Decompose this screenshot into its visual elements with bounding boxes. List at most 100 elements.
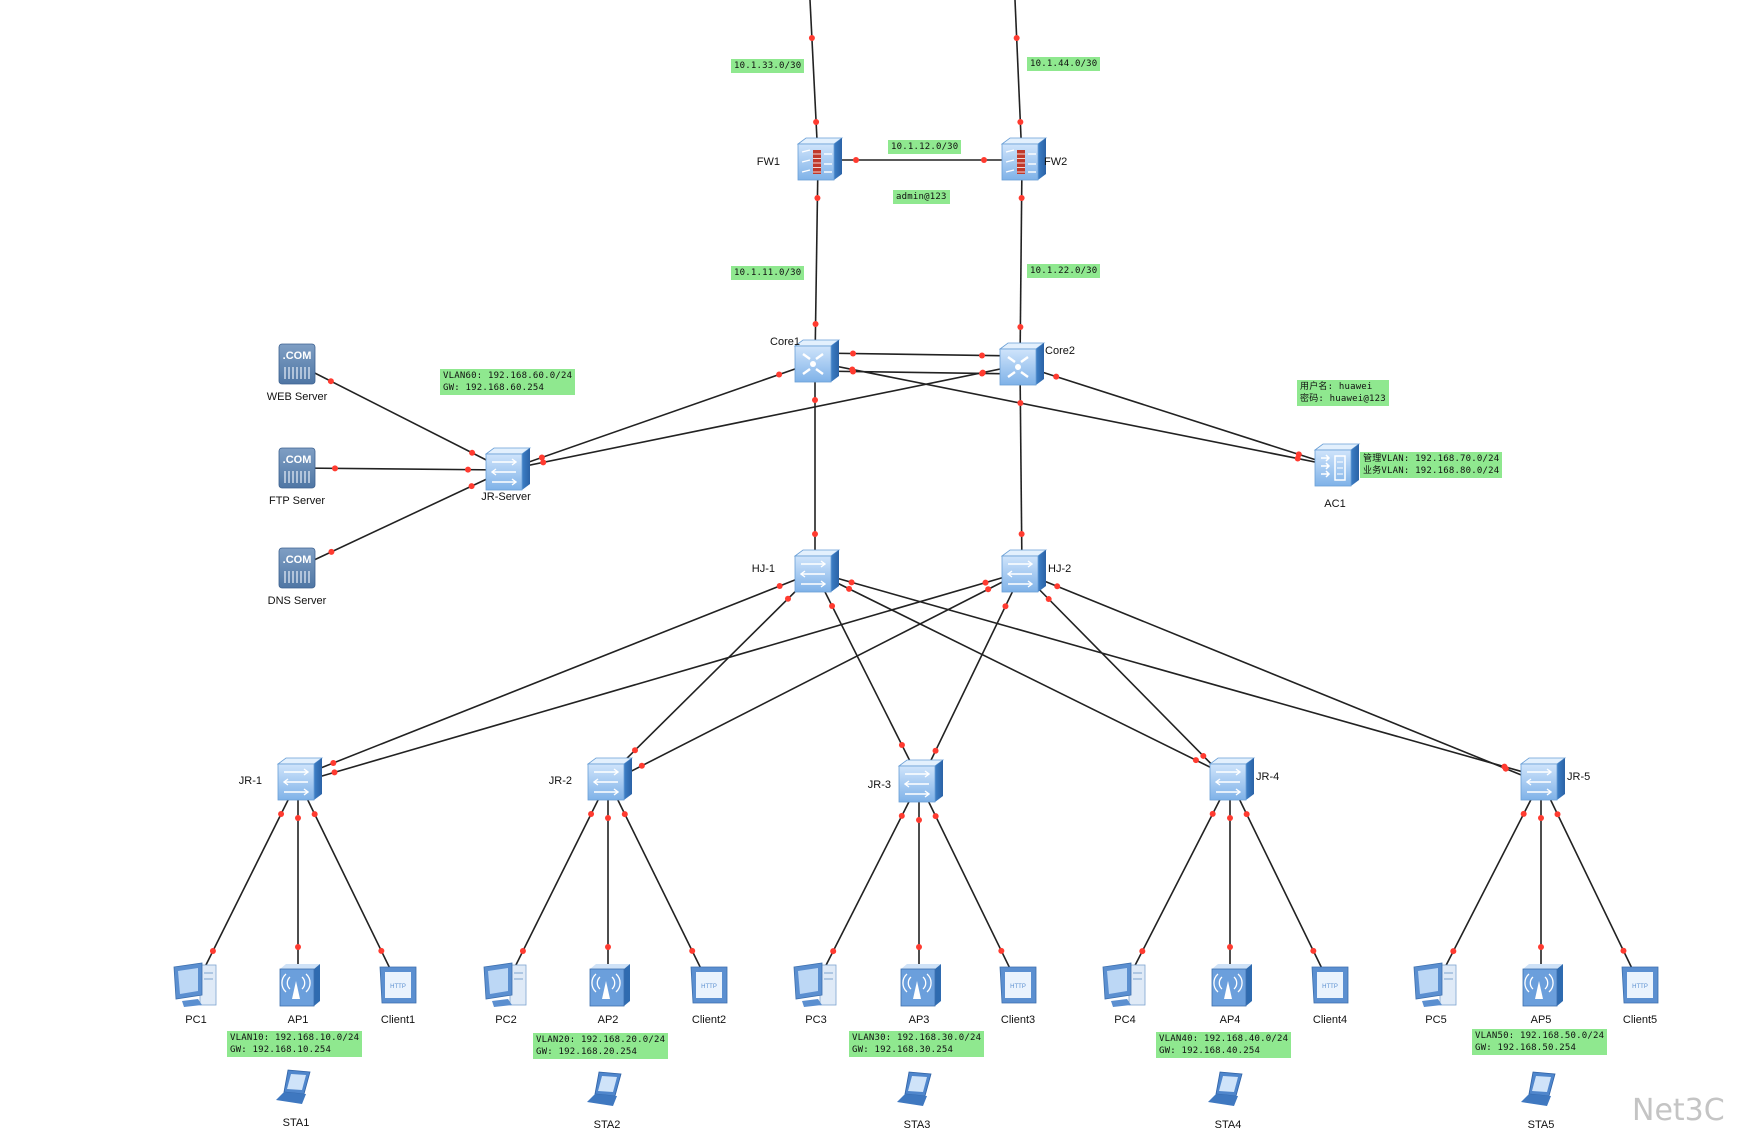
link-jr-3-client3[interactable] — [918, 781, 1019, 986]
device-label: AP4 — [1220, 1014, 1241, 1026]
link-jr-4-pc4[interactable] — [1124, 779, 1231, 986]
link-fw1-up1[interactable] — [809, 0, 819, 161]
device-ap1[interactable]: AP1 — [279, 964, 320, 1026]
port-dot — [849, 350, 856, 357]
link-hj-2-jr-1[interactable] — [297, 571, 1023, 784]
link-core2-jr-server[interactable] — [505, 364, 1021, 471]
device-pc1[interactable]: PC1 — [173, 962, 217, 1026]
note-vlan10: VLAN10: 192.168.10.0/24 GW: 192.168.10.2… — [227, 1031, 363, 1057]
port-dot — [605, 815, 611, 821]
link-core2-ac1[interactable] — [1019, 364, 1336, 467]
device-label: JR-Server — [481, 491, 531, 503]
link-hj-1-jr-4[interactable] — [814, 571, 1231, 778]
device-label: PC3 — [805, 1014, 826, 1026]
pc-icon — [1413, 962, 1457, 1007]
link-jr-5-pc5[interactable] — [1435, 779, 1542, 986]
link-core1-jr-server[interactable] — [505, 361, 816, 471]
link-jr-4-client4[interactable] — [1229, 779, 1331, 986]
link-dns-jr-server[interactable] — [296, 469, 507, 569]
link-jr-1-pc1[interactable] — [195, 779, 299, 986]
ap-icon — [900, 964, 941, 1007]
link-hj-1-jr-2[interactable] — [607, 571, 816, 778]
link-hj-2-jr-4[interactable] — [1021, 571, 1231, 784]
device-sta1[interactable]: STA1 — [276, 1069, 311, 1129]
device-ap5[interactable]: AP5 — [1522, 964, 1563, 1026]
port-dot — [1538, 815, 1544, 821]
port-dot — [295, 944, 301, 950]
device-sta4[interactable]: STA4 — [1208, 1071, 1243, 1131]
device-jr-3[interactable]: JR-3 — [868, 759, 945, 803]
device-sta3[interactable]: STA3 — [897, 1071, 932, 1131]
note-fw-interlink: 10.1.12.0/30 — [888, 140, 962, 154]
laptop-icon — [1521, 1071, 1556, 1106]
device-fw2[interactable]: FW2 — [1000, 137, 1067, 181]
device-core1[interactable]: Core1 — [770, 336, 841, 383]
link-core2-hj-2[interactable] — [1019, 364, 1023, 573]
device-jr-4[interactable]: JR-4 — [1208, 757, 1279, 801]
device-jr-2[interactable]: JR-2 — [549, 757, 634, 801]
link-hj-1-jr-3[interactable] — [814, 571, 920, 780]
device-jr-1[interactable]: JR-1 — [239, 757, 324, 801]
link-jr-2-pc2[interactable] — [505, 779, 609, 986]
device-hj-1[interactable]: HJ-1 — [752, 549, 841, 593]
port-dot — [1018, 531, 1025, 538]
device-label: FW2 — [1044, 156, 1067, 168]
link-jr-3-pc3[interactable] — [815, 781, 920, 986]
net3c-watermark: Net3C — [1632, 1093, 1725, 1128]
port-dot — [1554, 811, 1561, 818]
link-core1-core2[interactable] — [814, 352, 1021, 357]
note-ac-credentials: 用户名: huawei 密码: huawei@123 — [1297, 380, 1389, 406]
port-dot — [1018, 194, 1025, 201]
link-jr-1-client1[interactable] — [297, 779, 399, 986]
link-core1-ac1[interactable] — [814, 361, 1336, 467]
link-fw2-up2[interactable] — [1014, 0, 1023, 161]
port-dot — [1295, 451, 1302, 458]
port-dot — [982, 579, 989, 586]
device-ap3[interactable]: AP3 — [900, 964, 941, 1026]
port-dot — [1502, 765, 1509, 772]
device-jr-5[interactable]: JR-5 — [1519, 757, 1590, 801]
port-dot — [1620, 947, 1627, 954]
link-ftp-jr-server[interactable] — [296, 467, 507, 471]
link-fw2-core2[interactable] — [1019, 159, 1023, 366]
link-jr-5-client5[interactable] — [1540, 779, 1641, 986]
link-jr-2-client2[interactable] — [607, 779, 710, 986]
device-fw1[interactable]: FW1 — [757, 137, 844, 181]
port-dot — [1209, 810, 1216, 817]
core-switch-icon — [793, 339, 841, 383]
link-hj-1-jr-1[interactable] — [297, 571, 816, 778]
svg-text:HTTP: HTTP — [701, 984, 717, 990]
link-fw1-core1[interactable] — [814, 159, 819, 363]
device-jr-server[interactable]: JR-Server — [481, 447, 532, 503]
link-hj-1-jr-5[interactable] — [814, 571, 1542, 778]
device-pc3[interactable]: PC3 — [793, 962, 837, 1026]
link-core1-core2[interactable] — [814, 370, 1021, 375]
device-ap2[interactable]: AP2 — [589, 964, 630, 1026]
device-sta5[interactable]: STA5 — [1521, 1071, 1556, 1131]
device-label: AP1 — [288, 1014, 309, 1026]
device-label: STA2 — [594, 1119, 621, 1131]
device-pc4[interactable]: PC4 — [1102, 962, 1146, 1026]
note-vlan30: VLAN30: 192.168.30.0/24 GW: 192.168.30.2… — [849, 1031, 985, 1057]
link-hj-2-jr-2[interactable] — [607, 571, 1023, 784]
port-dot — [1310, 947, 1317, 954]
device-pc2[interactable]: PC2 — [483, 962, 527, 1026]
device-hj-2[interactable]: HJ-2 — [1000, 549, 1071, 593]
device-sta2[interactable]: STA2 — [587, 1071, 622, 1131]
link-hj-2-jr-5[interactable] — [1021, 571, 1542, 784]
device-label: PC2 — [495, 1014, 516, 1026]
port-dot — [1227, 944, 1233, 950]
device-ac1[interactable]: AC1 — [1313, 443, 1361, 510]
device-pc5[interactable]: PC5 — [1413, 962, 1457, 1026]
port-dot — [538, 454, 545, 461]
device-core2[interactable]: Core2 — [998, 342, 1075, 386]
device-ap4[interactable]: AP4 — [1211, 964, 1252, 1026]
